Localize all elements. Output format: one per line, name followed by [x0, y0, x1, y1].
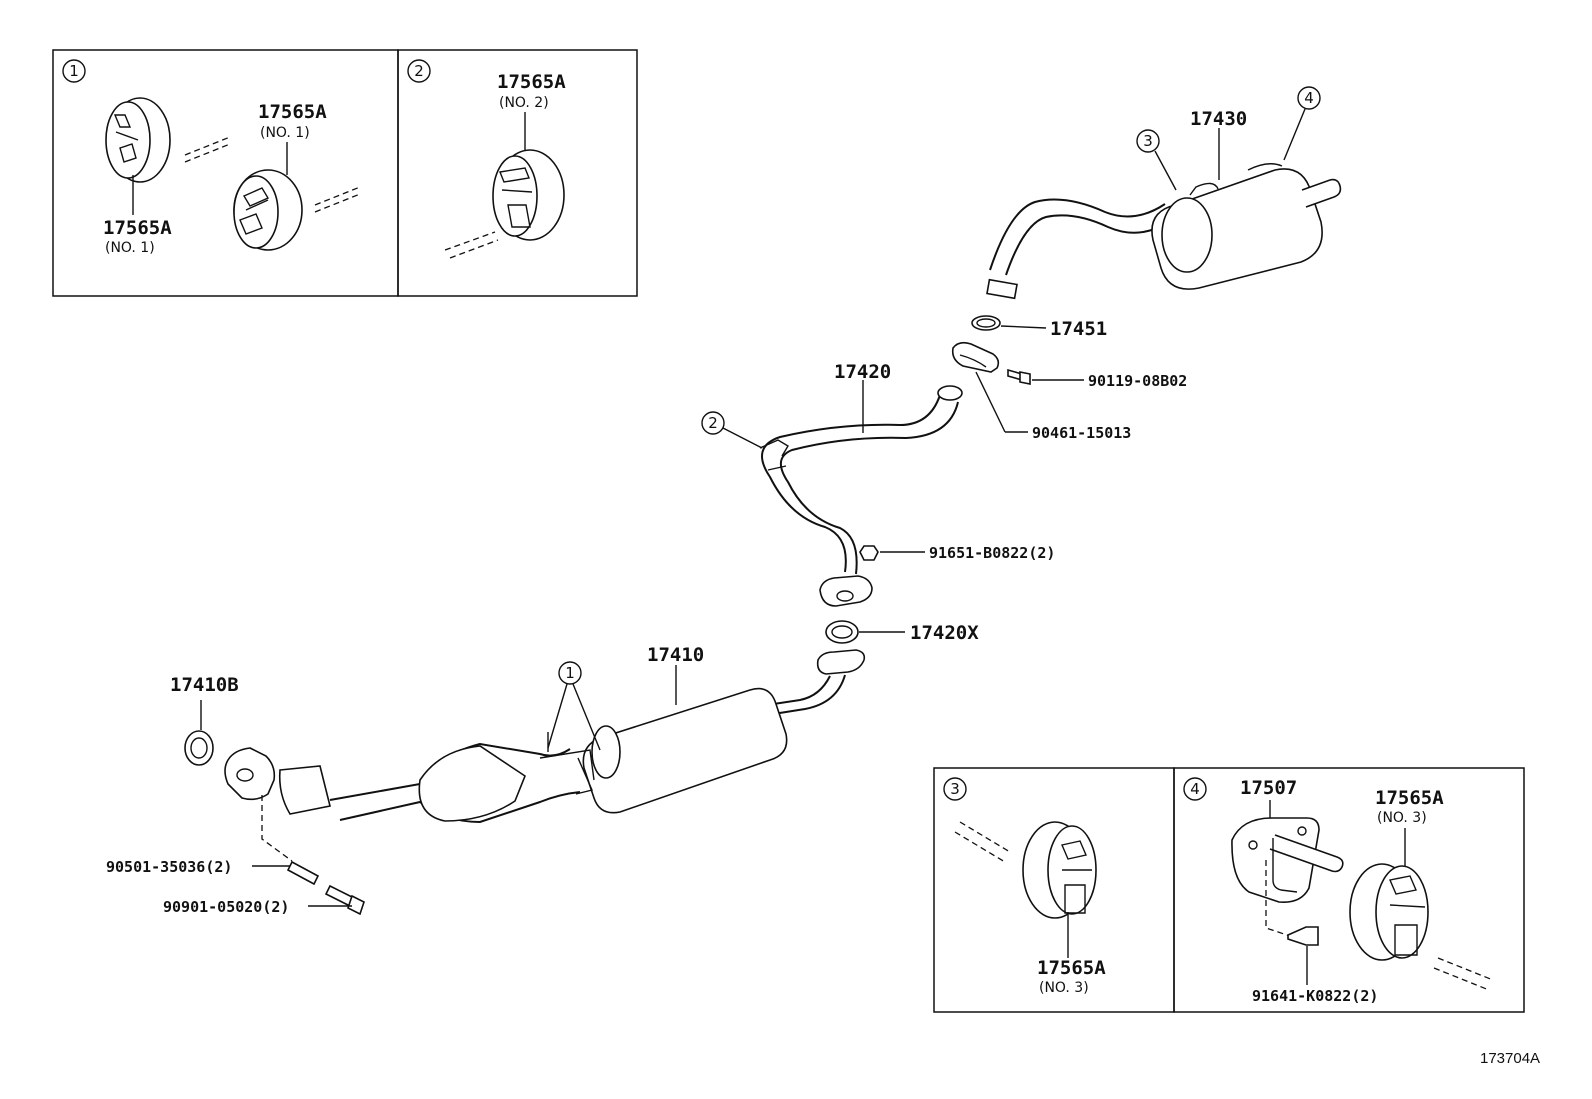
- inset-box-4: 4 17507 91641-K0822(2) 17565A (NO. 3): [1173, 767, 1525, 1013]
- gasket-17451: 17451: [971, 315, 1107, 340]
- part-sub-label: (NO. 3): [1039, 980, 1089, 996]
- part-label-17565a: 17565A: [497, 71, 566, 93]
- hanger-rubber-icon: [1022, 821, 1097, 919]
- part-number-91651-b0822: 91651-B0822(2): [929, 544, 1055, 562]
- callout-number-1: 1: [69, 62, 79, 80]
- inset-box-1: 1 17565A (NO. 1) 17565A (NO. 1): [52, 49, 399, 297]
- hanger-rubber-icon: [492, 149, 565, 241]
- part-sub-label: (NO. 1): [260, 125, 310, 141]
- part-sub-label: (NO. 2): [499, 95, 549, 111]
- stud-90501: 90501-35036(2): [106, 795, 320, 886]
- part-label-17507: 17507: [1240, 777, 1297, 799]
- hanger-rubber-icon: [233, 169, 303, 251]
- callout-number-4: 4: [1304, 89, 1314, 107]
- part-label-17420: 17420: [834, 361, 891, 383]
- callout-number-2: 2: [708, 414, 718, 432]
- inset-box-3: 3 17565A (NO. 3): [933, 767, 1175, 1013]
- part-number-91641-k0822: 91641-K0822(2): [1252, 987, 1378, 1005]
- gasket-17410b: 17410B: [170, 674, 239, 766]
- tailpipe-muffler-assembly: 17430 3 4: [986, 86, 1342, 300]
- part-sub-label: (NO. 3): [1377, 810, 1427, 826]
- part-label-17565a: 17565A: [1037, 957, 1106, 979]
- callout-number-4: 4: [1190, 780, 1200, 798]
- part-label-17565a: 17565A: [103, 217, 172, 239]
- center-pipe-17420: 17420 2: [701, 361, 963, 607]
- callout-circle-2: [407, 59, 431, 83]
- part-number-90461-15013: 90461-15013: [1032, 424, 1131, 442]
- callout-number-3: 3: [950, 780, 960, 798]
- part-label-17451: 17451: [1050, 318, 1107, 340]
- bracket-icon: [1231, 817, 1344, 904]
- front-pipe-17410: 17410 1: [224, 644, 866, 824]
- callout-circle-2: [701, 411, 725, 435]
- gasket-17420x: 17420X: [825, 620, 979, 644]
- hanger-rubber-icon: [1349, 863, 1429, 961]
- part-label-17565a: 17565A: [1375, 787, 1444, 809]
- part-number-90901-05020: 90901-05020(2): [163, 898, 289, 916]
- part-number-90119-08b02: 90119-08B02: [1088, 372, 1187, 390]
- bolt-90901: 90901-05020(2): [163, 884, 365, 916]
- bolt-90119: 90119-08B02: [1007, 368, 1187, 390]
- clamp-90461: 90461-15013: [951, 341, 1131, 442]
- hanger-rubber-icon: [105, 97, 171, 183]
- callout-number-1: 1: [565, 664, 575, 682]
- callout-circle-4: [1183, 777, 1207, 801]
- callout-number-2: 2: [414, 62, 424, 80]
- bolt-icon: [1287, 926, 1319, 946]
- part-sub-label: (NO. 1): [105, 240, 155, 256]
- part-label-17410b: 17410B: [170, 674, 239, 696]
- inset-box-2: 2 17565A (NO. 2): [397, 49, 638, 297]
- callout-circle-3: [1136, 129, 1160, 153]
- callout-circle-4: [1297, 86, 1321, 110]
- part-label-17430: 17430: [1190, 108, 1247, 130]
- callout-circle-3: [943, 777, 967, 801]
- figure-code: 173704A: [1480, 1050, 1540, 1067]
- callout-circle-1: [62, 59, 86, 83]
- part-number-90501-35036: 90501-35036(2): [106, 858, 232, 876]
- callout-circle-1: [558, 661, 582, 685]
- part-label-17565a: 17565A: [258, 101, 327, 123]
- nut-91651: 91651-B0822(2): [859, 544, 1055, 562]
- callout-number-3: 3: [1143, 132, 1153, 150]
- part-label-17420x: 17420X: [910, 622, 979, 644]
- part-label-17410: 17410: [647, 644, 704, 666]
